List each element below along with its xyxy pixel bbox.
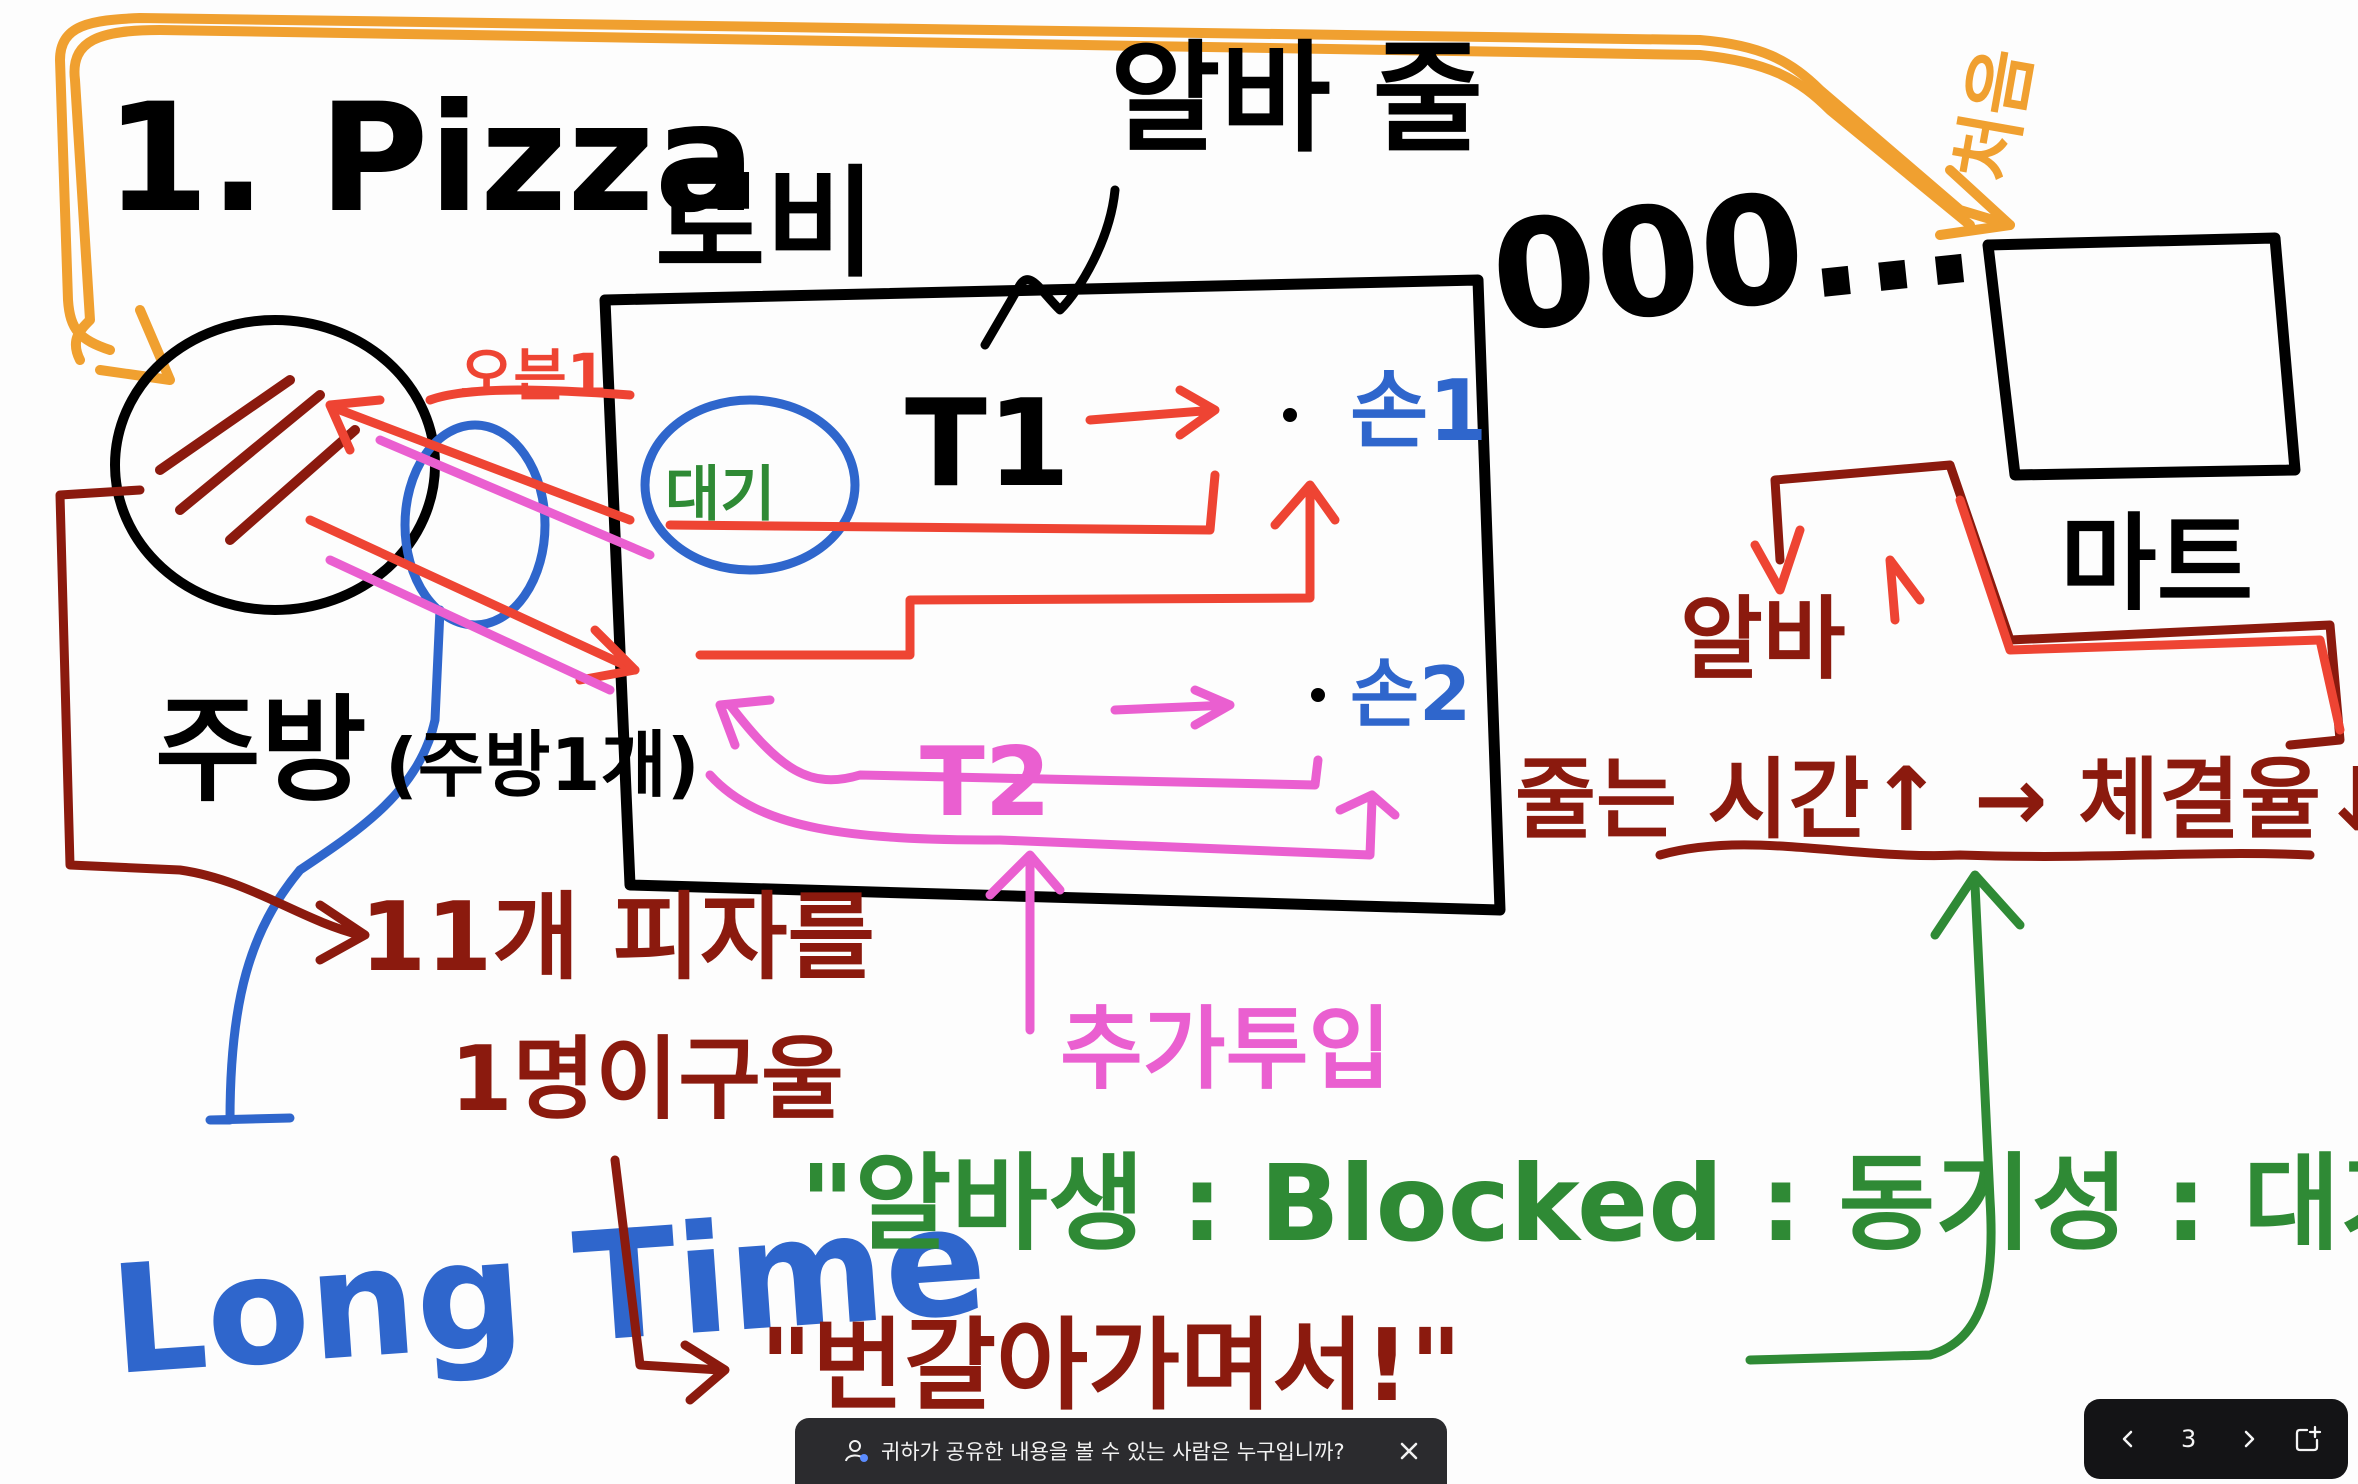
label-extra-input: 추가투입 xyxy=(1060,997,1391,1102)
person-shield-icon xyxy=(843,1437,871,1465)
red-arrow-lobby-kitchen xyxy=(335,405,635,525)
label-kitchen: 주방 xyxy=(155,684,367,818)
alba-pointer-line xyxy=(980,185,1120,350)
label-pizza-count: 11개 피자를 xyxy=(360,883,875,993)
label-switching: "번갈아가며서!" xyxy=(760,1307,1462,1424)
pink-line-1 xyxy=(375,435,655,560)
waiting-circle xyxy=(640,395,860,575)
darkred-arrow-switching xyxy=(610,1155,730,1405)
orange-loop-arrow xyxy=(55,13,2015,385)
label-customer2: 손2 xyxy=(1350,650,1471,738)
label-customer1: 손1 xyxy=(1350,362,1487,461)
share-notice-bar[interactable]: 귀하가 공유한 내용을 볼 수 있는 사람은 누구입니까? xyxy=(795,1418,1447,1484)
red-arrow-t1 xyxy=(1085,385,1220,440)
label-alba-line: 알바 줄 xyxy=(1110,30,1483,169)
red-path-waiting xyxy=(665,470,1220,535)
page-navigator: 3 xyxy=(2084,1399,2348,1479)
long-time-arrow xyxy=(205,605,445,1125)
label-lobby: 로비 xyxy=(655,155,876,294)
pink-path-t2-lower xyxy=(705,770,1400,860)
pink-path-t2 xyxy=(725,700,1323,790)
close-icon[interactable] xyxy=(1393,1435,1425,1467)
label-blocked: "알바생 : Blocked : 동기성 : 대기" xyxy=(800,1143,2358,1265)
pink-arrow-extra xyxy=(985,850,1065,1035)
label-t1: T1 xyxy=(905,375,1070,514)
red-path-bottom xyxy=(695,480,1340,660)
share-notice-text: 귀하가 공유한 내용을 볼 수 있는 사람은 누구입니까? xyxy=(881,1440,1345,1464)
darkred-bracket xyxy=(55,485,370,965)
customer2-dot xyxy=(1311,688,1325,702)
label-dots: 000... xyxy=(1483,143,1983,367)
label-one-oven: 1명이구울 xyxy=(450,1027,844,1132)
pink-line-2 xyxy=(325,555,615,695)
label-waiting: 대기 xyxy=(665,460,775,530)
lobby-box xyxy=(599,274,1506,916)
darkred-underline xyxy=(1655,840,2315,861)
label-mart: 마트 xyxy=(2060,503,2253,625)
label-kitchen-paren: (주방1개) xyxy=(385,723,700,807)
chevron-left-icon[interactable] xyxy=(2110,1421,2146,1457)
label-t2: T2 xyxy=(920,728,1051,838)
red-arrows-alba xyxy=(1750,525,1925,625)
board-title: 1. Pizza xyxy=(105,72,756,246)
mart-box xyxy=(1982,232,2301,481)
label-oven: 오븐1 xyxy=(460,341,607,409)
green-arrow-up xyxy=(1745,870,2025,1365)
label-time-row: 줄는 시간↑ → 체결율↓ xyxy=(1515,748,2358,851)
label-alba-time: 알바 xyxy=(1680,587,1846,692)
customer1-dot xyxy=(1283,408,1297,422)
darkred-truck-shape xyxy=(1770,460,2345,750)
add-page-icon[interactable] xyxy=(2290,1421,2326,1457)
current-page-number: 3 xyxy=(2181,1425,2197,1453)
chevron-right-icon[interactable] xyxy=(2231,1421,2267,1457)
pizza-slices xyxy=(155,375,360,545)
